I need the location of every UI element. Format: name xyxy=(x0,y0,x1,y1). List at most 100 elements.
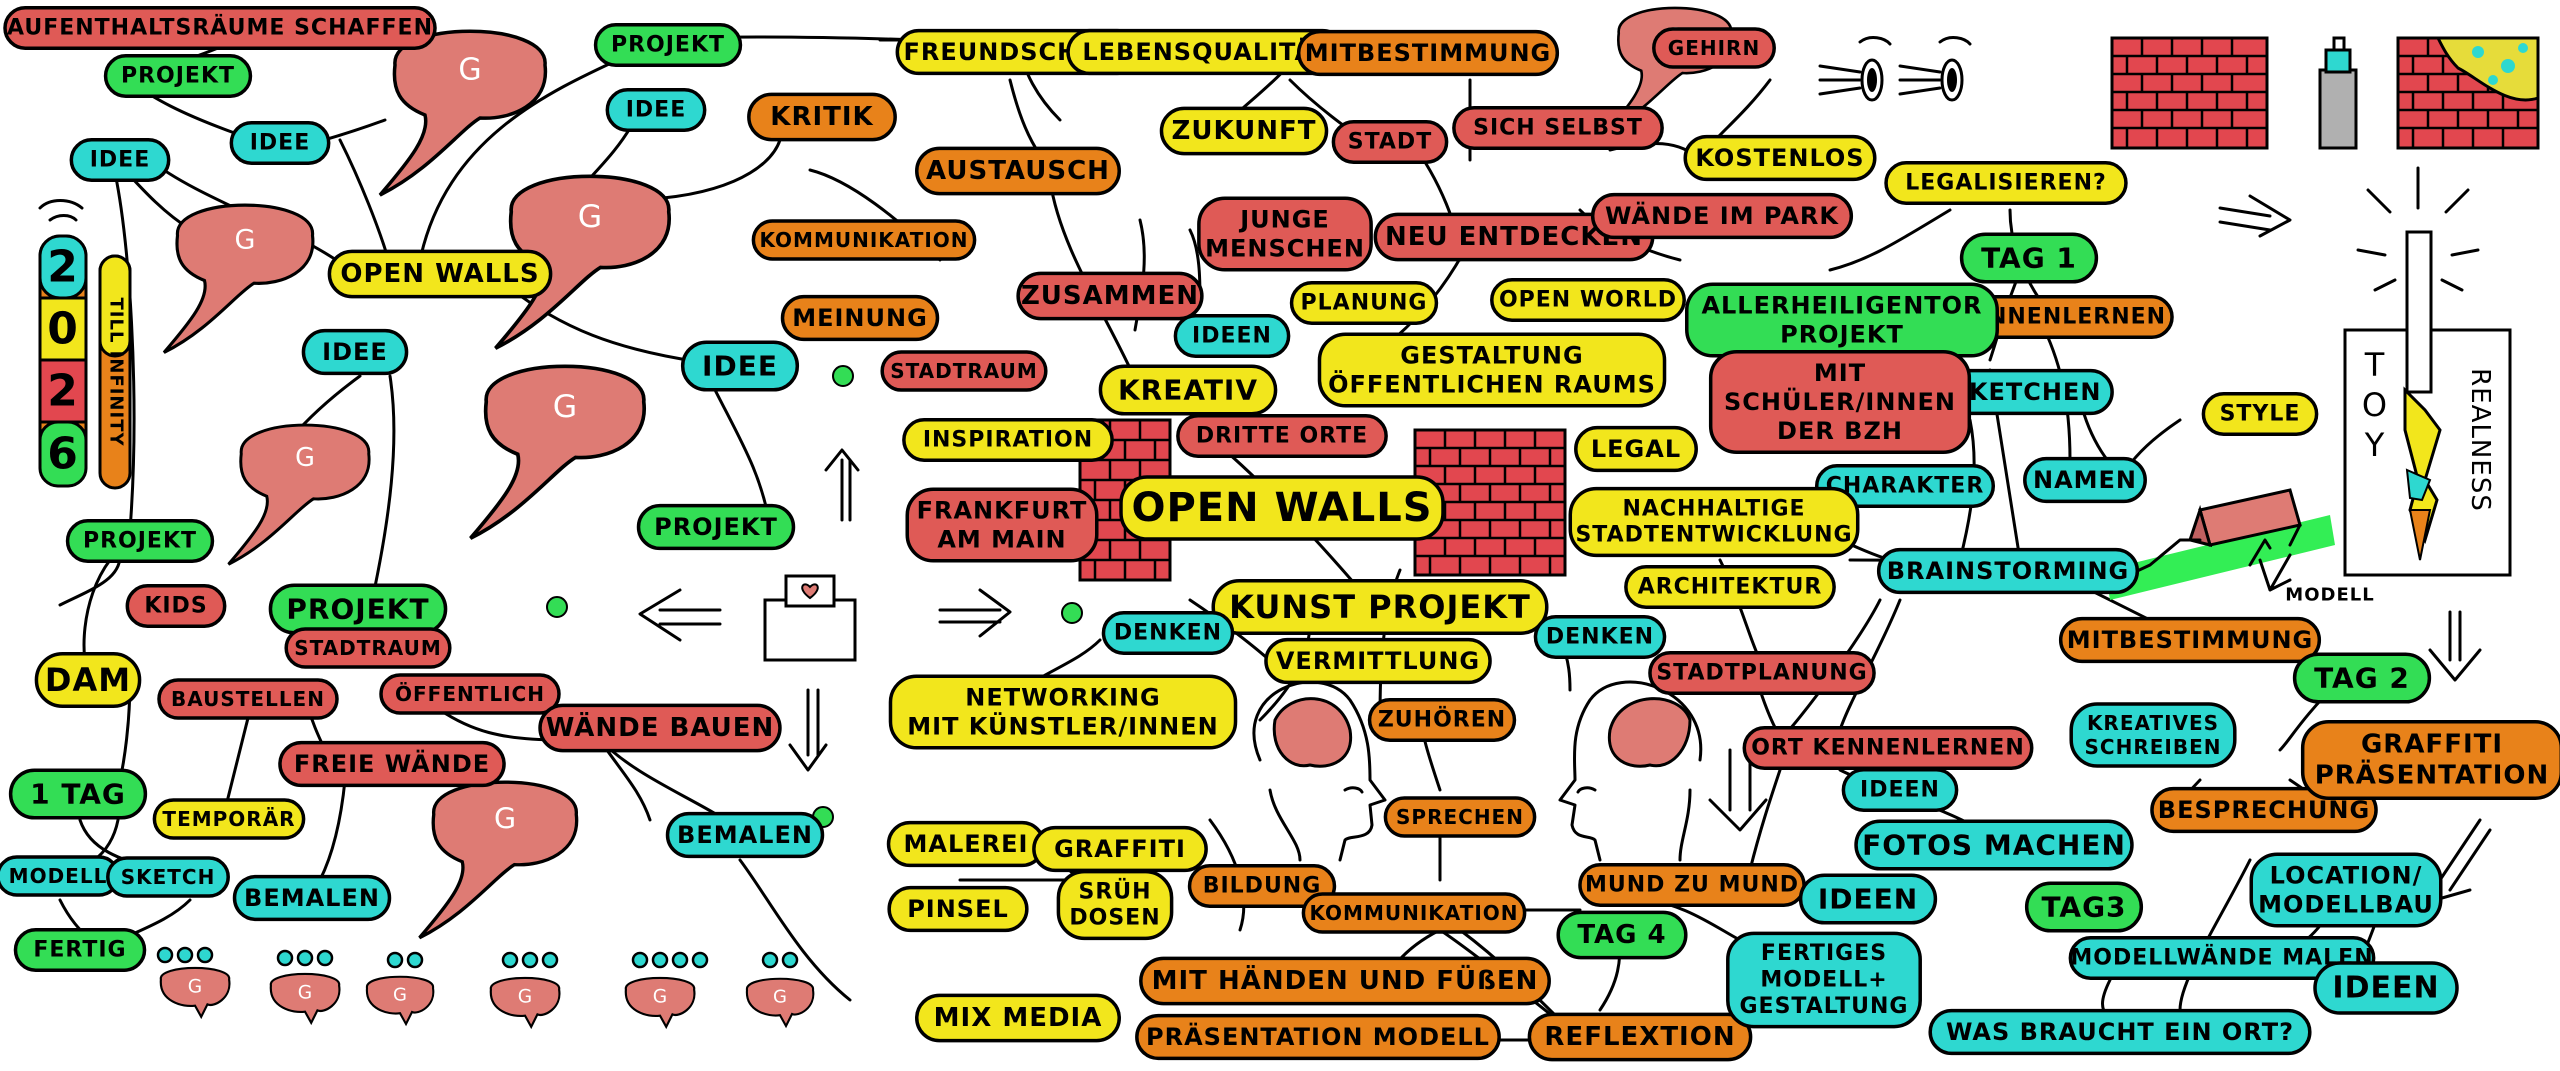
dot xyxy=(631,951,649,969)
node-legalisieren: LEGALISIEREN? xyxy=(1884,161,2128,205)
node-label: CHARAKTER xyxy=(1826,474,1985,499)
node-label: BEMALEN xyxy=(244,884,380,912)
node-label: ÖFFENTLICH xyxy=(395,682,545,706)
node-stadtraum-lower: STADTRAUM xyxy=(284,627,452,669)
node-label: JUNGE xyxy=(1238,206,1330,234)
node-ort-kennenlernen: ORT KENNENLERNEN xyxy=(1742,726,2034,770)
node-style: STYLE xyxy=(2201,392,2319,436)
node-label: WÄNDE IM PARK xyxy=(1605,201,1839,230)
node-label: STADTRAUM xyxy=(294,636,442,660)
node-label: ÖFFENTLICHEN RAUMS xyxy=(1328,368,1656,398)
speech-bubble: G xyxy=(269,972,341,1026)
brick-wall-top-right xyxy=(2110,36,2269,150)
year-digit: 2 xyxy=(47,242,79,293)
node-oeffentlich: ÖFFENTLICH xyxy=(379,673,561,715)
node-label: LEGAL xyxy=(1591,435,1681,463)
arrow-up-icon xyxy=(824,448,860,522)
node-mitbestimmung-top: MITBESTIMMUNG xyxy=(1296,29,1560,77)
head-left-icon xyxy=(1252,680,1387,862)
node-denken-right: DENKEN xyxy=(1533,615,1667,659)
bubble-letter: G xyxy=(653,987,667,1008)
node-meinung: MEINUNG xyxy=(780,294,940,342)
node-label: GRAFFITI xyxy=(1054,835,1186,863)
node-label: GEHIRN xyxy=(1668,36,1760,60)
node-sketchen: SKETCHEN xyxy=(1938,368,2114,416)
node-label: TAG 4 xyxy=(1577,920,1666,950)
bubble-letter: G xyxy=(298,983,312,1004)
node-label: KREATIV xyxy=(1118,374,1258,407)
dot xyxy=(176,946,194,964)
node-label: BAUSTELLEN xyxy=(171,687,325,711)
green-dot xyxy=(1061,602,1083,624)
node-praesentation-modell: PRÄSENTATION MODELL xyxy=(1135,1013,1501,1061)
node-fertig: FERTIG xyxy=(13,928,147,972)
bubble-letter: G xyxy=(458,53,481,88)
toy-realness-board xyxy=(2343,166,2512,577)
node-label: MIT xyxy=(1814,359,1866,387)
bubble-letter: G xyxy=(553,389,577,425)
node-gehirn: GEHIRN xyxy=(1652,27,1776,69)
speech-bubble: G xyxy=(378,29,548,197)
toy-letter: T xyxy=(2364,346,2386,384)
arrow-down-icon xyxy=(788,688,828,772)
node-bildung: BILDUNG xyxy=(1187,864,1337,908)
speech-bubble: G xyxy=(418,780,579,940)
node-label: BILDUNG xyxy=(1203,874,1322,899)
node-projekt-lower: PROJEKT xyxy=(268,583,448,635)
arrow-right-upper-icon xyxy=(2218,194,2292,238)
node-idee-center: IDEE xyxy=(680,340,800,392)
node-waende-im-park: WÄNDE IM PARK xyxy=(1590,192,1854,240)
dot xyxy=(386,951,404,969)
node-label: STYLE xyxy=(2220,402,2301,427)
node-zuhoeren: ZUHÖREN xyxy=(1367,698,1517,742)
node-tag4: TAG 4 xyxy=(1556,910,1688,960)
node-dam: DAM xyxy=(34,652,142,708)
node-label: KREATIVES xyxy=(2087,711,2219,735)
bubble-letter: G xyxy=(518,987,532,1008)
node-label: MITBESTIMMUNG xyxy=(2067,626,2314,654)
dot xyxy=(651,951,669,969)
year-digit: 2 xyxy=(47,366,79,417)
speech-bubble: G xyxy=(489,976,561,1030)
node-austausch: AUSTAUSCH xyxy=(915,146,1121,196)
node-stadtplanung: STADTPLANUNG xyxy=(1648,651,1876,695)
node-location-1: LOCATION/MODELLBAU xyxy=(2249,852,2443,928)
node-label: PRÄSENTATION MODELL xyxy=(1146,1022,1490,1051)
head-right-icon xyxy=(1558,680,1703,862)
dot xyxy=(196,946,214,964)
node-label: MENSCHEN xyxy=(1205,234,1365,262)
node-label: IDEE xyxy=(250,131,311,156)
dot xyxy=(691,951,709,969)
node-label: DENKEN xyxy=(1114,621,1222,646)
modell-pointer-icon xyxy=(2258,553,2292,592)
realness-text: REALNESS xyxy=(2465,368,2495,512)
bubble-letter: G xyxy=(235,225,256,256)
node-label: NACHHALTIGE xyxy=(1622,496,1805,521)
node-zukunft: ZUKUNFT xyxy=(1159,106,1329,156)
node-label: LEBENSQUALITÄT xyxy=(1082,37,1329,66)
node-label: IDEEN xyxy=(1818,883,1918,916)
dot xyxy=(276,949,294,967)
node-label: KIDS xyxy=(144,594,207,619)
node-label: PROJEKT xyxy=(611,33,725,58)
node-label: IDEE xyxy=(90,148,151,173)
node-label: ARCHITEKTUR xyxy=(1638,575,1823,600)
dot xyxy=(671,951,689,969)
node-label: VERMITTLUNG xyxy=(1276,647,1480,675)
node-ideen-kreativ: IDEEN xyxy=(1173,314,1291,358)
node-label: STADTPLANUNG xyxy=(1656,661,1867,686)
speech-bubble: G xyxy=(162,203,315,354)
node-tag1-right: TAG 1 xyxy=(1959,232,2099,284)
bubble-letter: G xyxy=(295,443,315,473)
node-label: MODELL xyxy=(9,864,108,888)
node-label: TEMPORÄR xyxy=(162,807,295,831)
node-zusammen: ZUSAMMEN xyxy=(1016,271,1204,321)
node-label: WÄNDE BAUEN xyxy=(546,711,775,743)
dot xyxy=(781,951,799,969)
